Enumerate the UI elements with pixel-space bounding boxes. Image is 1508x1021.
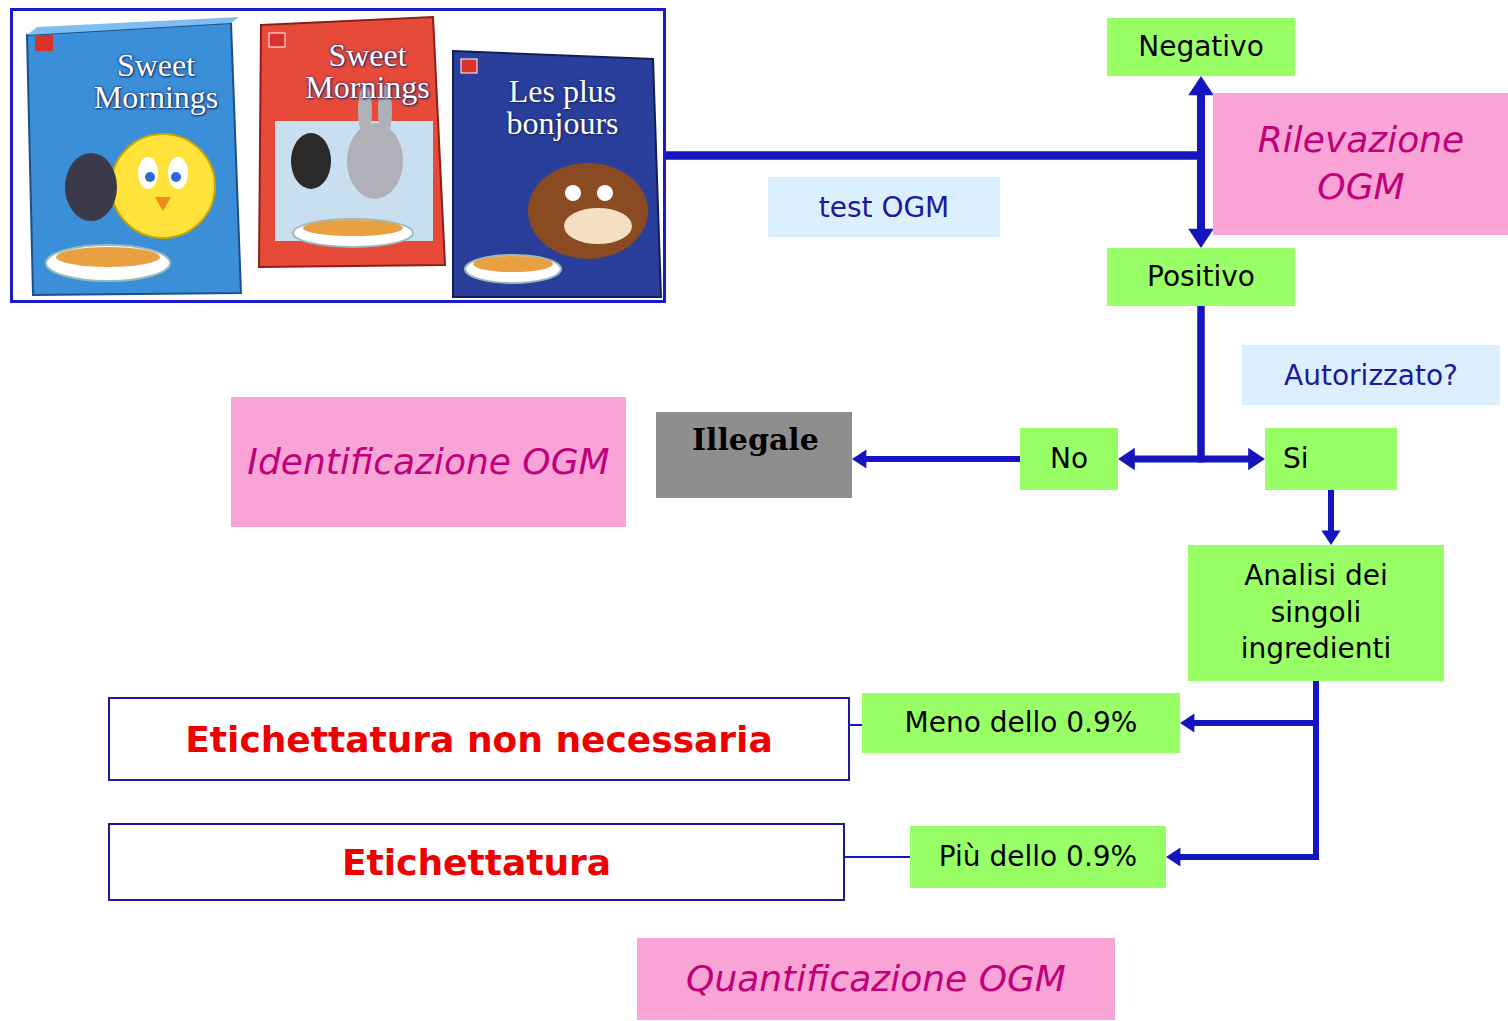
- arrowhead: [1188, 76, 1214, 95]
- node-text: No: [1050, 441, 1088, 477]
- flow-connector: [1180, 681, 1316, 733]
- connector-line: [666, 156, 1201, 231]
- illustration-shape: [564, 208, 632, 244]
- answer-box: Si: [1265, 428, 1397, 490]
- illustration-shape: [27, 17, 239, 35]
- step-label-box: test OGM: [768, 177, 1000, 237]
- arrowhead: [1188, 229, 1214, 248]
- connector-line: [845, 856, 910, 858]
- connector-line: [1328, 490, 1334, 533]
- phase-label-box: Rilevazione OGM: [1213, 93, 1508, 235]
- illustration-shape: [597, 185, 613, 201]
- illustration-shape: [528, 163, 648, 259]
- arrowhead: [1321, 531, 1340, 545]
- illustration-shape: [138, 157, 158, 189]
- illustration-shape: [461, 59, 477, 73]
- node-text: Positivo: [1147, 259, 1255, 295]
- illustration-shape: [155, 197, 171, 211]
- arrowhead: [852, 449, 866, 468]
- illustration-shape: [35, 35, 53, 51]
- flow-connector: [666, 76, 1214, 156]
- illustration-shape: [168, 157, 188, 189]
- result-box: Positivo: [1107, 248, 1295, 306]
- threshold-box: Più dello 0.9%: [910, 826, 1166, 888]
- process-box: Analisi dei singoli ingredienti: [1188, 545, 1444, 681]
- threshold-box: Meno dello 0.9%: [862, 693, 1180, 753]
- arrowhead: [1166, 847, 1180, 866]
- illustration-shape: [465, 255, 561, 283]
- arrowhead: [1180, 713, 1194, 732]
- flow-connector: [1166, 681, 1316, 867]
- outcome-box: Etichettatura non necessaria: [108, 697, 850, 781]
- brand-name: Sweet Mornings: [285, 39, 450, 103]
- node-text: Quantificazione OGM: [686, 956, 1066, 1003]
- connector-line: [1178, 681, 1316, 857]
- illustration-shape: [473, 256, 553, 272]
- illustration-shape: [145, 172, 155, 182]
- answer-box: No: [1020, 428, 1118, 490]
- result-box: Negativo: [1107, 18, 1295, 76]
- node-text: Negativo: [1138, 29, 1264, 65]
- product-image-frame: Sweet MorningsSweet MorningsLes plus bon…: [10, 8, 666, 303]
- connector-line: [864, 456, 1020, 462]
- illustration-shape: [65, 153, 117, 221]
- illustration-shape: [46, 245, 170, 281]
- phase-label-box: Identificazione OGM: [231, 397, 626, 527]
- illustration-shape: [453, 51, 661, 297]
- illustration-shape: [291, 133, 331, 189]
- illustration-shape: [269, 33, 285, 47]
- node-text: Rilevazione OGM: [1223, 117, 1499, 211]
- arrowhead: [1248, 448, 1265, 470]
- connector-line: [1192, 681, 1316, 723]
- illustration-shape: [56, 247, 160, 267]
- flow-connector: [852, 449, 1020, 468]
- illustration-shape: [303, 220, 403, 236]
- brand-name: Les plus bonjours: [475, 75, 650, 139]
- question-box: Autorizzato?: [1242, 345, 1500, 405]
- brand-name: Sweet Mornings: [61, 49, 251, 113]
- node-text: Si: [1283, 441, 1309, 477]
- flow-connector: [1321, 490, 1340, 545]
- illustration-shape: [565, 185, 581, 201]
- node-text: Meno dello 0.9%: [905, 705, 1138, 741]
- phase-label-box: Quantificazione OGM: [637, 938, 1115, 1020]
- node-text: Più dello 0.9%: [939, 839, 1137, 875]
- flow-connector: [845, 857, 910, 858]
- illustration-shape: [347, 123, 403, 199]
- flow-connector: [666, 156, 1214, 249]
- node-text: Identificazione OGM: [247, 439, 609, 486]
- flow-connector: [1118, 306, 1201, 470]
- illustration-shape: [275, 121, 433, 241]
- node-text: Etichettatura: [342, 842, 611, 883]
- connector-line: [666, 93, 1201, 155]
- node-text: Autorizzato?: [1284, 359, 1458, 392]
- node-text: Illegale: [692, 422, 819, 457]
- connector-line: [850, 724, 862, 726]
- illustration-shape: [293, 219, 413, 247]
- node-text: Etichettatura non necessaria: [185, 719, 773, 760]
- flow-connector: [850, 725, 862, 726]
- node-text: Analisi dei singoli ingredienti: [1198, 558, 1434, 667]
- connector-line: [1133, 306, 1201, 459]
- illustration-shape: [171, 172, 181, 182]
- outcome-box: Illegale: [656, 412, 852, 498]
- illustration-shape: [111, 134, 215, 238]
- outcome-box: Etichettatura: [108, 823, 845, 901]
- node-text: test OGM: [819, 191, 950, 224]
- arrowhead: [1118, 448, 1135, 470]
